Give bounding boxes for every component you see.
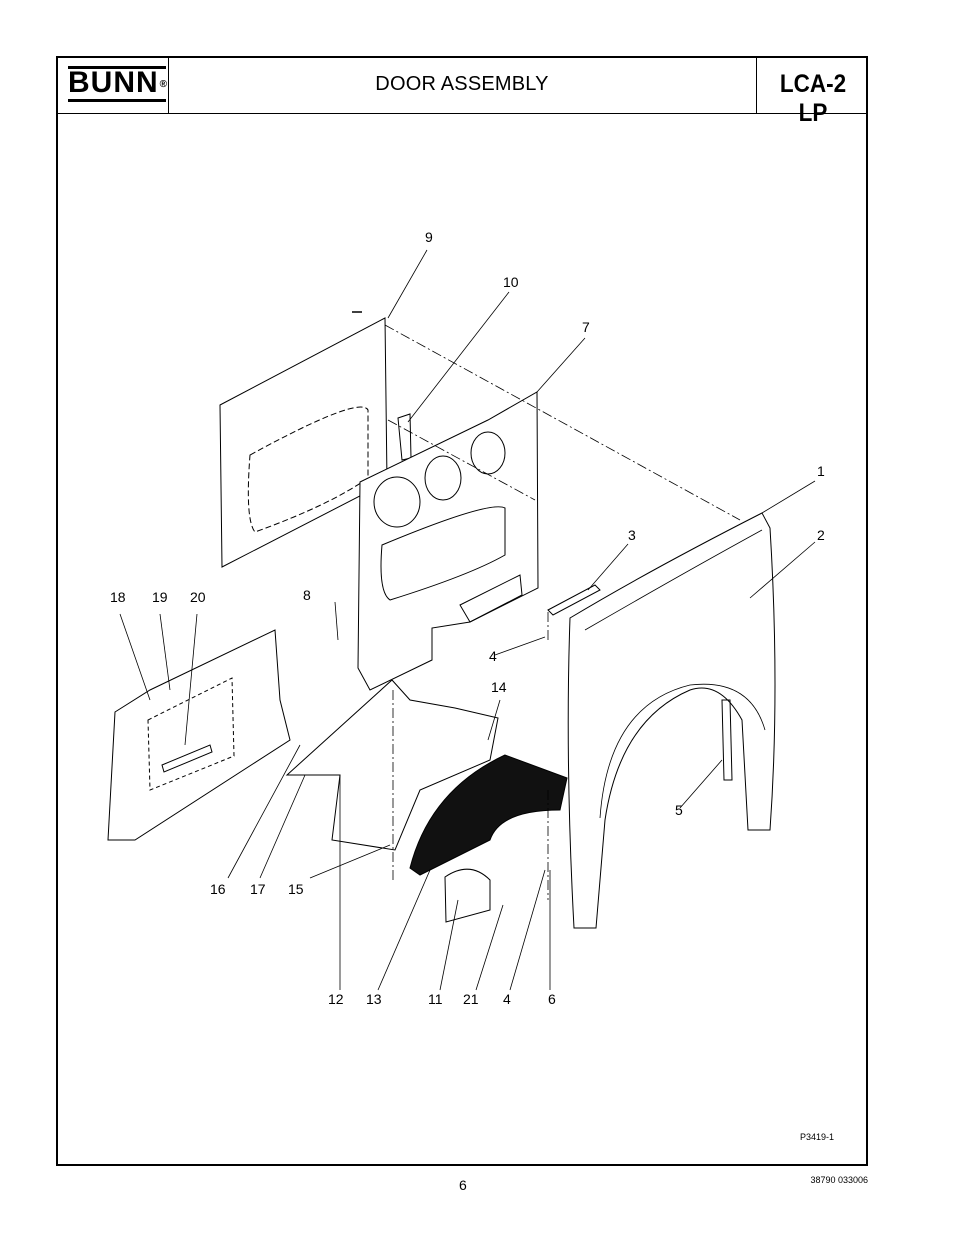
document-number: 38790 033006 — [810, 1175, 868, 1185]
callout-6: 6 — [548, 991, 556, 1007]
door-shell — [567, 512, 776, 929]
callout-19: 19 — [152, 589, 168, 605]
header-divider-right — [756, 58, 757, 113]
callout-18: 18 — [110, 589, 126, 605]
callout-15: 15 — [288, 881, 304, 897]
callout-1: 1 — [817, 463, 825, 479]
logo-registered-mark: ® — [159, 79, 169, 90]
callout-9: 9 — [425, 229, 433, 245]
callout-16: 16 — [210, 881, 226, 897]
logo-top-bar — [68, 66, 166, 69]
callout-10: 10 — [503, 274, 519, 290]
header-divider — [58, 113, 866, 114]
page-frame: BUNN® DOOR ASSEMBLY LCA-2 LP P3419-1 — [56, 56, 868, 1166]
callout-21: 21 — [463, 991, 479, 1007]
logo-bottom-bar — [68, 99, 166, 102]
page-title: DOOR ASSEMBLY — [375, 73, 549, 95]
callout-8: 8 — [303, 587, 311, 603]
callout-4-lower: 4 — [503, 991, 511, 1007]
callout-11: 11 — [428, 991, 443, 1007]
header-divider-left — [168, 58, 169, 113]
callout-7: 7 — [582, 319, 590, 335]
side-panel — [107, 629, 291, 841]
side-hinge — [721, 699, 733, 781]
model-number: LCA-2 LP — [779, 70, 847, 127]
door-rail — [547, 584, 601, 616]
drawing-reference: P3419-1 — [799, 1132, 834, 1142]
control-label — [409, 754, 568, 876]
callout-2: 2 — [817, 527, 825, 543]
callout-5: 5 — [675, 802, 683, 818]
callout-3: 3 — [628, 527, 636, 543]
callout-12: 12 — [328, 991, 344, 1007]
bunn-logo: BUNN® — [68, 66, 169, 102]
callout-17: 17 — [250, 881, 266, 897]
page-number: 6 — [459, 1177, 467, 1193]
callout-4-upper: 4 — [489, 648, 497, 664]
callout-13: 13 — [366, 991, 382, 1007]
callout-14: 14 — [491, 679, 507, 695]
callout-20: 20 — [190, 589, 206, 605]
wire-cover — [444, 868, 491, 923]
logo-text: BUNN — [68, 66, 159, 99]
mounting-plate — [357, 391, 539, 691]
